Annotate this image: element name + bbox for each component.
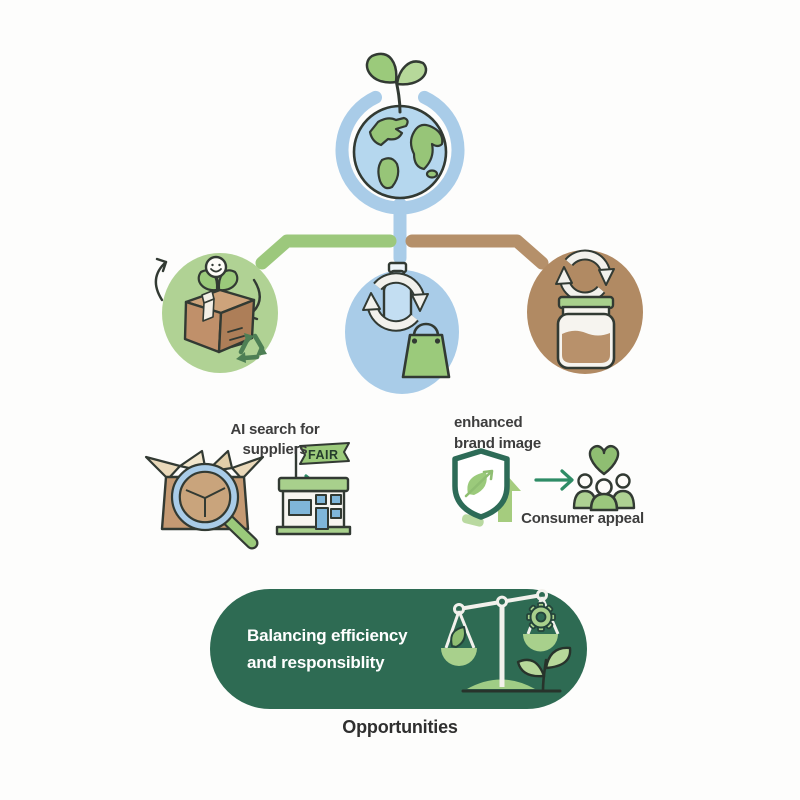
supplier-search-icon [144, 449, 265, 550]
connector-lines [255, 234, 549, 270]
left-pan [441, 648, 477, 666]
green-connector [255, 234, 397, 270]
cardboard-box-icon [183, 288, 256, 354]
heart-icon [588, 445, 620, 476]
jar-icon [556, 295, 616, 370]
fair-flag [299, 442, 350, 465]
globe-sprout-icon [335, 52, 465, 265]
pill-plant-icon [461, 646, 572, 693]
brown-connector [405, 234, 549, 270]
plant-from-box-icon [197, 255, 239, 297]
gear-icon [526, 602, 556, 632]
label-balancing-efficiency: Balancing efficiency and responsiblity [247, 626, 408, 672]
recycled-shopping-circle-icon [345, 261, 459, 394]
fair-store-icon: FAIR [275, 442, 352, 536]
right-arrow-icon [534, 469, 574, 491]
storefront [275, 476, 352, 536]
consumer-appeal-icon [572, 445, 636, 512]
label-ai-search-suppliers: AI search for suppliers [230, 421, 320, 458]
brand-shield-icon [452, 448, 521, 527]
fair-flag-label: FAIR [308, 448, 338, 462]
balance-pill [210, 589, 587, 709]
label-opportunities: Opportunities [342, 717, 458, 737]
continents [368, 116, 444, 190]
shopping-bag-icon [401, 322, 451, 379]
label-enhanced-brand-image: enhanced brand image [454, 414, 541, 452]
magnifier-icon [170, 462, 259, 550]
circular-arrows-icon [362, 272, 429, 332]
bulb-icon [204, 255, 228, 279]
reusable-jar-circle-icon [527, 249, 643, 374]
eco-packaging-circle-icon [154, 253, 278, 373]
label-consumer-appeal: Consumer appeal [521, 510, 644, 527]
people-group-icon [572, 473, 636, 512]
pan-leaf-icon [450, 626, 466, 648]
sprout-icon [365, 52, 428, 114]
right-pan [523, 634, 558, 652]
balance-scale-icon [441, 589, 572, 693]
recycle-triangle-icon [236, 333, 267, 363]
